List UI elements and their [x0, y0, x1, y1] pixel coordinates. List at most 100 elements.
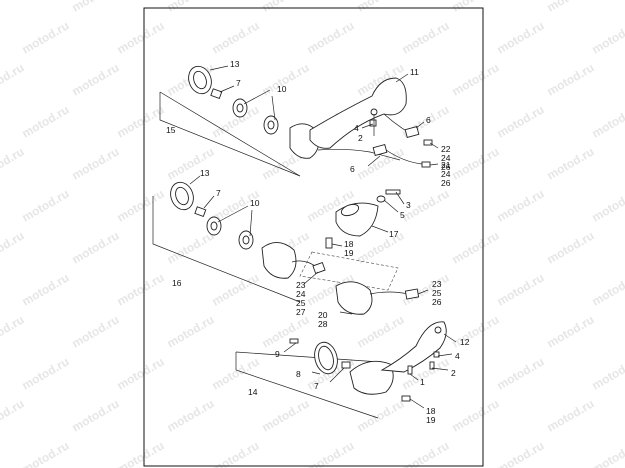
watermark-text: motod.ru	[545, 0, 597, 15]
watermark-text: motod.ru	[115, 438, 167, 468]
watermark-text: motod.ru	[590, 18, 625, 56]
callout-24-top: 24	[441, 153, 451, 163]
watermark-text: motod.ru	[545, 312, 597, 350]
terminal-22	[423, 139, 433, 146]
watermark-text: motod.ru	[495, 18, 547, 56]
callout-8: 8	[296, 369, 301, 379]
watermark-text: motod.ru	[450, 144, 502, 182]
housing-bottom	[349, 360, 394, 395]
washer-4-top	[369, 119, 377, 127]
plug-18-19-mid	[325, 237, 333, 249]
nut-5	[376, 195, 386, 203]
callout-11: 11	[410, 67, 419, 77]
lens-13-mid-inner	[175, 186, 189, 206]
callout-18-mid: 18	[344, 239, 354, 249]
watermark-text: motod.ru	[450, 228, 502, 266]
watermark-text: motod.ru	[590, 354, 625, 392]
watermark-text: motod.ru	[70, 396, 122, 434]
watermark-text: motod.ru	[0, 144, 27, 182]
watermark-text: motod.ru	[115, 354, 167, 392]
watermark-text: motod.ru	[400, 438, 452, 468]
watermark-text: motod.ru	[20, 438, 72, 468]
callout-24-lower: 24	[441, 169, 451, 179]
watermark-text: motod.ru	[495, 354, 547, 392]
socket-10-top-b-inner	[267, 120, 275, 130]
watermark-text: motod.ru	[545, 396, 597, 434]
callout-14: 14	[248, 387, 258, 397]
callout-23-lower: 23	[432, 279, 442, 289]
callout-21: 21	[441, 160, 451, 170]
callout-25-lower: 25	[432, 288, 442, 298]
watermark-text: motod.ru	[70, 144, 122, 182]
diagram-frame	[143, 7, 484, 467]
wire-lower-middle	[369, 291, 409, 295]
watermark-text: motod.ru	[590, 438, 625, 468]
callout-6-top: 6	[426, 115, 431, 125]
mount-17-opening	[340, 203, 360, 217]
watermark-text: motod.ru	[165, 0, 217, 15]
watermark-text: motod.ru	[115, 270, 167, 308]
bolt-3	[385, 189, 401, 195]
callout-19-bottom: 19	[426, 415, 436, 425]
leader-lines	[189, 65, 457, 409]
callout-27: 27	[296, 307, 306, 317]
group-bracket-15-side	[159, 92, 301, 177]
bolt-1	[407, 365, 413, 375]
connector-mid	[312, 261, 326, 275]
watermark-text: motod.ru	[20, 186, 72, 224]
bolt-2-bottom	[429, 361, 435, 370]
group-bracket-14-side	[235, 352, 379, 419]
callout-1: 1	[420, 377, 425, 387]
watermark-text: motod.ru	[305, 18, 357, 56]
bracket-11	[309, 77, 407, 149]
watermark-text: motod.ru	[165, 228, 217, 266]
callout-10-mid: 10	[250, 198, 260, 208]
plug-18-19-bottom	[401, 395, 411, 402]
watermark-text: motod.ru	[0, 312, 27, 350]
housing-20-28	[335, 281, 373, 315]
watermark-text: motod.ru	[260, 312, 312, 350]
callout-5: 5	[400, 210, 405, 220]
connector-6-top-a	[404, 126, 420, 138]
wire-top-21	[385, 149, 423, 165]
callout-25-mid: 25	[296, 298, 306, 308]
ring-8-inner	[318, 345, 334, 371]
watermark-text: motod.ru	[210, 18, 262, 56]
assembly-lower-middle	[335, 281, 420, 315]
watermark-text: motod.ru	[70, 228, 122, 266]
socket-10-mid-b-inner	[242, 235, 250, 245]
watermark-text: motod.ru	[545, 60, 597, 98]
callout-28: 28	[318, 319, 328, 329]
watermark-text: motod.ru	[450, 0, 502, 15]
callout-18-bottom: 18	[426, 406, 436, 416]
bracket-12-hole	[434, 326, 442, 334]
watermark-text: motod.ru	[115, 18, 167, 56]
bulb-7-mid	[194, 206, 207, 218]
callout-26-top: 26	[441, 162, 451, 172]
callout-20: 20	[318, 310, 328, 320]
watermark-text: motod.ru	[70, 60, 122, 98]
socket-10-mid-a-inner	[210, 221, 218, 231]
wire-top-lower	[317, 148, 401, 161]
washer-4-bottom	[433, 351, 440, 358]
watermark-text: motod.ru	[115, 102, 167, 140]
callout-9: 9	[275, 349, 280, 359]
watermark-text: motod.ru	[590, 270, 625, 308]
callout-26-lower: 26	[441, 178, 451, 188]
callout-2-bottom: 2	[451, 368, 456, 378]
watermark-text: motod.ru	[590, 186, 625, 224]
callout-23-mid: 23	[296, 280, 306, 290]
assembly-middle	[152, 181, 401, 303]
group-bracket-16	[152, 196, 301, 303]
bracket-12	[380, 321, 447, 373]
callout-26-mid: 26	[432, 297, 442, 307]
watermark-text: motod.ru	[20, 18, 72, 56]
watermark-text: motod.ru	[400, 18, 452, 56]
watermark-text: motod.ru	[70, 312, 122, 350]
bulb-7-top	[210, 88, 223, 100]
watermark-text: motod.ru	[545, 144, 597, 182]
callout-13-top: 13	[230, 59, 240, 69]
callout-labels: 13 7 10 11 15 4 6 2 22 24 26 6 21 24 26 …	[166, 59, 470, 425]
